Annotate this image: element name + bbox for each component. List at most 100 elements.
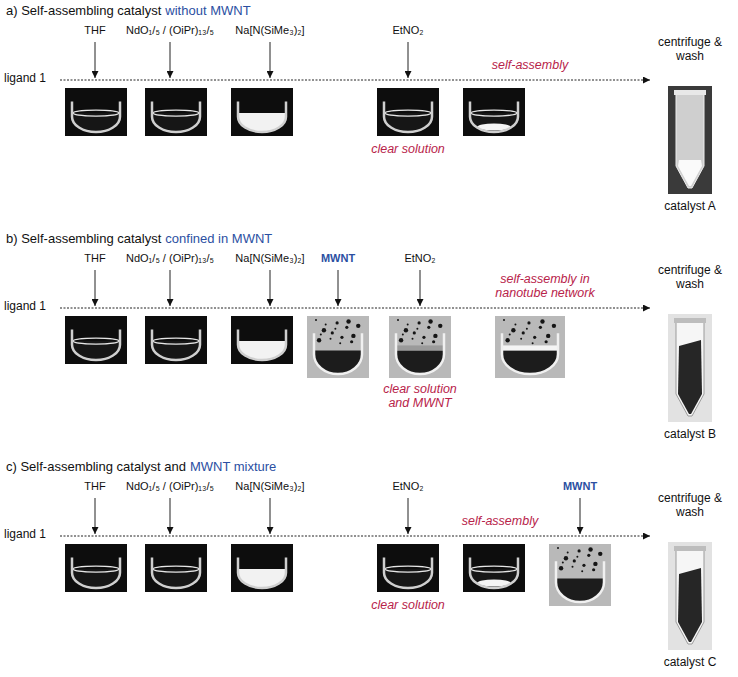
panel-illustration (60, 498, 712, 650)
vial-liquid (396, 350, 444, 374)
photo-background (549, 544, 611, 606)
vial-glass (470, 101, 518, 132)
vial-glass (72, 557, 120, 588)
nanotube-speck (428, 319, 432, 323)
photo-background (463, 544, 525, 592)
vial-glass (152, 557, 200, 588)
vial-photo (377, 88, 439, 136)
photo-background (231, 316, 293, 364)
vial-glass (152, 329, 200, 360)
nanotube-speck (539, 326, 542, 329)
photo-background (668, 314, 712, 422)
tube-rim (674, 318, 706, 323)
nanotube-speck (330, 338, 332, 340)
addition-arrow (95, 42, 96, 78)
photo-background (463, 88, 525, 136)
step-label: centrifuge & wash (655, 264, 725, 292)
addition-arrow (338, 270, 339, 306)
timeline-arrow (60, 308, 650, 309)
addition-arrow (170, 270, 171, 306)
photo-background (145, 88, 207, 136)
nanotube-speck (552, 324, 556, 328)
nanotube-speck (545, 340, 548, 343)
vial-glass (396, 333, 444, 374)
addition-arrow (95, 270, 96, 306)
step-label: centrifuge & wash (655, 36, 725, 64)
start-material-label: ligand 1 (4, 528, 46, 542)
photo-background (668, 86, 712, 194)
panel-heading: a) Self-assembling catalyst (6, 4, 161, 19)
meniscus (153, 110, 199, 116)
tube-body (676, 322, 704, 416)
nanotube-speck (407, 323, 409, 325)
vial-photo (389, 316, 451, 378)
nanotube-speck (578, 549, 581, 552)
photo-background (145, 316, 207, 364)
vial-glass (238, 101, 286, 132)
vial-liquid (238, 341, 286, 360)
state-note: clear solution and MWNT (373, 382, 468, 411)
vial-glass (502, 333, 558, 374)
nanotube-speck (567, 551, 569, 553)
meniscus (153, 338, 199, 344)
vial-photo (145, 544, 207, 592)
nanotube-speck (593, 562, 597, 566)
vial-liquid (556, 578, 604, 602)
tube-solid (678, 568, 702, 642)
photo-background (65, 316, 127, 364)
addition-arrow (408, 498, 409, 534)
nanotube-speck (399, 338, 403, 342)
nanotube-speck (418, 321, 421, 324)
addition-arrow (170, 42, 171, 78)
vial-photo (231, 316, 293, 364)
photo-background (377, 544, 439, 592)
vial-photo (463, 88, 525, 136)
nanotube-speck (339, 342, 341, 344)
nanotube-speck (320, 333, 322, 335)
tube-solid (678, 340, 702, 414)
nanotube-speck (416, 328, 418, 330)
addition-arrow (95, 498, 96, 534)
vial-glass (470, 557, 518, 588)
nanotube-speck (588, 547, 592, 551)
vial-glass (384, 557, 432, 588)
vial-liquid (502, 350, 558, 374)
centrifuge-tube-photo (668, 314, 712, 422)
nanotube-speck (576, 556, 578, 558)
tube-rim (674, 546, 706, 551)
process-note: self-assembly (492, 58, 568, 72)
panel-heading-highlight: confined in MWNT (165, 232, 272, 247)
process-note: self-assembly in nanotube network (480, 272, 610, 301)
vial-glass (556, 561, 604, 602)
photo-background (65, 544, 127, 592)
nanotube-speck (350, 340, 353, 343)
supernatant-band (397, 345, 443, 350)
vial-photo (231, 544, 293, 592)
addition-arrow (408, 42, 409, 78)
nanotube-speck (546, 334, 550, 338)
nanotube-speck (509, 333, 511, 335)
vial-glass (152, 101, 200, 132)
reagent-label: Na[N(SiMe₃)₂] (235, 252, 304, 265)
vial-photo (65, 316, 127, 364)
nanotube-speck (562, 561, 564, 563)
reagent-label: THF (84, 252, 105, 265)
nanotube-speck (511, 328, 515, 332)
photo-background (231, 88, 293, 136)
vial-glass (72, 101, 120, 132)
start-material-label: ligand 1 (4, 72, 46, 86)
tube-rim (674, 90, 706, 95)
nanotube-speck (582, 564, 585, 567)
reagent-label: Na[N(SiMe₃)₂] (235, 480, 304, 493)
supernatant-band (503, 345, 557, 350)
timeline-arrow (60, 536, 650, 537)
nanotube-speck (340, 336, 343, 339)
panel-illustration (60, 270, 712, 422)
meniscus (471, 566, 517, 572)
vial-glass (72, 329, 120, 360)
photo-background (307, 316, 369, 378)
addition-arrow (270, 270, 271, 306)
meniscus (73, 110, 119, 116)
panel-heading: c) Self-assembling catalyst and (6, 460, 186, 475)
